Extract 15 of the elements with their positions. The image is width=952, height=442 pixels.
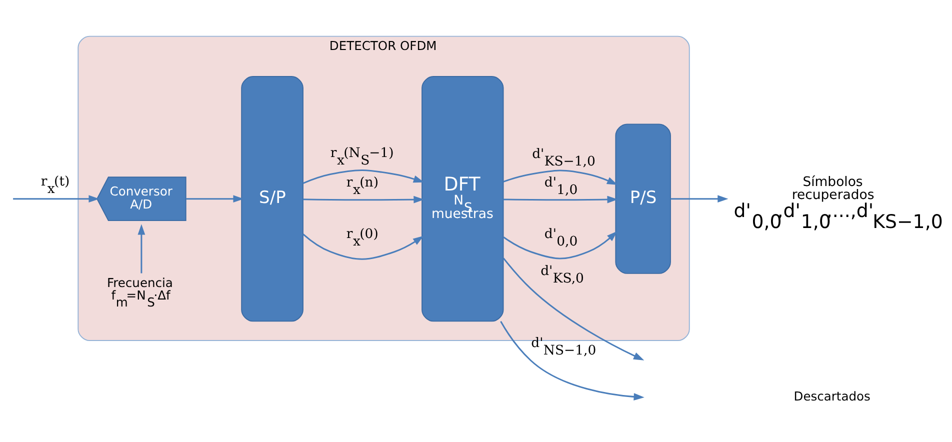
arrow: [13, 194, 100, 202]
arrow: [670, 194, 728, 202]
arrow: [186, 194, 244, 202]
node-box: P/S: [615, 123, 671, 274]
arrow: [503, 230, 618, 259]
arrow: [503, 195, 618, 203]
arrow: [302, 233, 424, 260]
label: Descartados: [794, 388, 870, 403]
arrow: [500, 320, 644, 400]
arrow: [502, 257, 644, 360]
arrow: [303, 195, 424, 203]
node-box: S/P: [241, 76, 304, 322]
arrow: [503, 169, 618, 184]
arrow: [138, 224, 146, 273]
arrow: [302, 169, 424, 184]
